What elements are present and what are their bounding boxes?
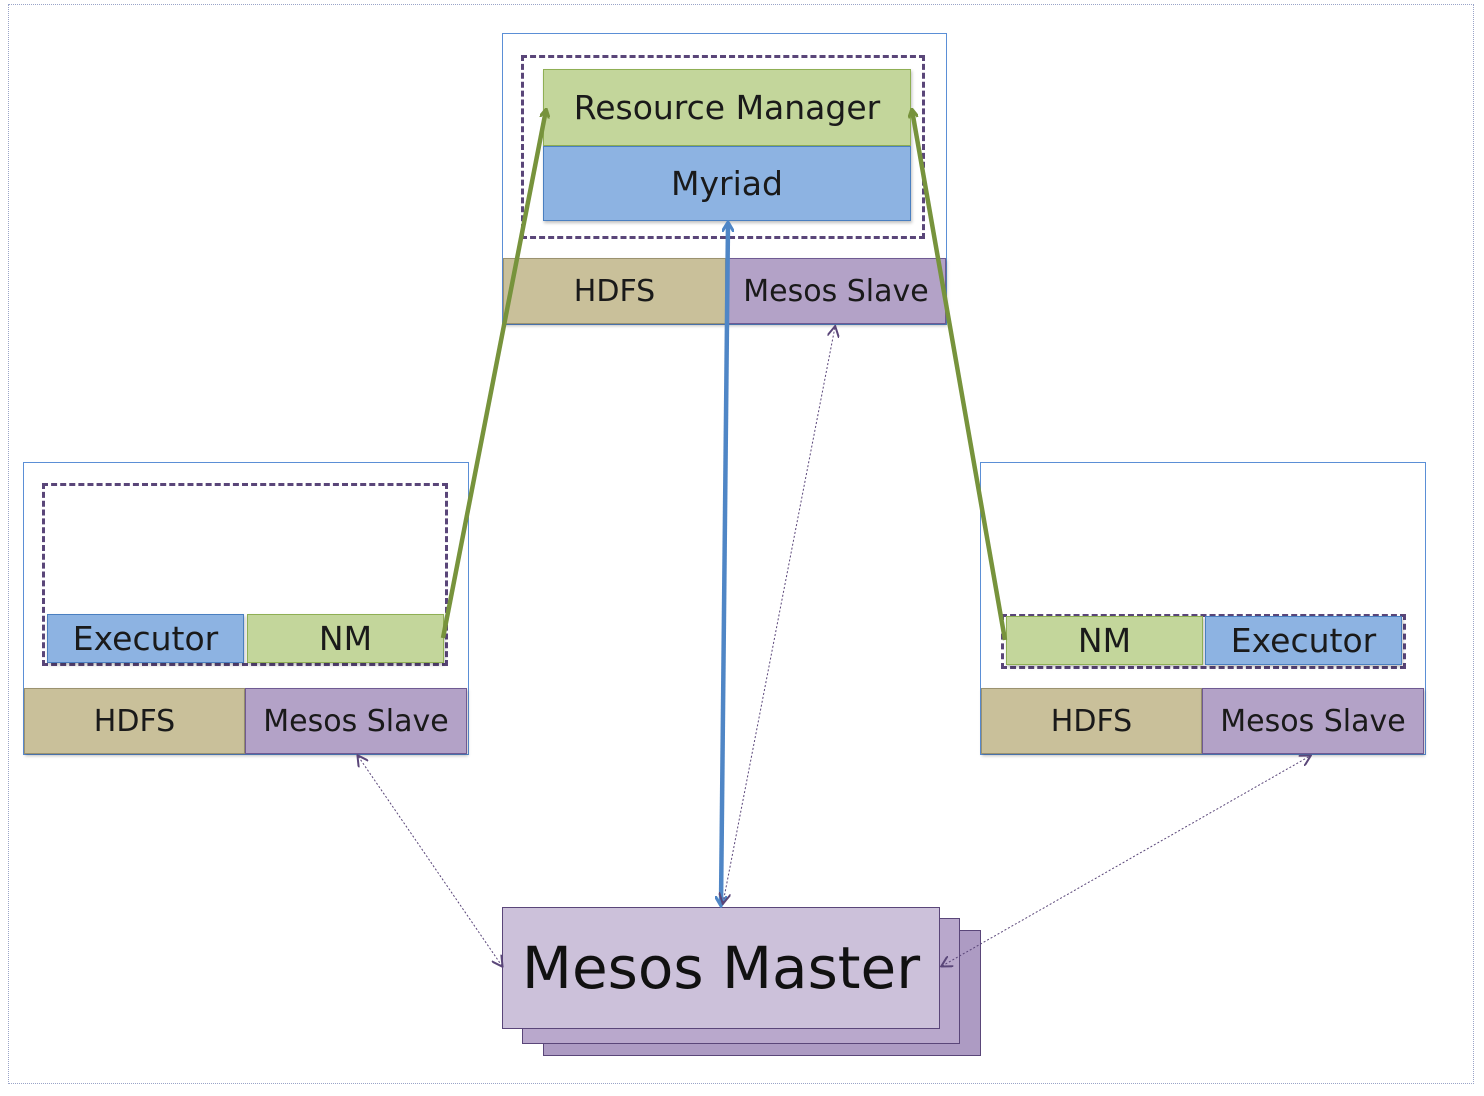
right-node-container: [1001, 614, 1406, 669]
left-mesos-slave-label: Mesos Slave: [263, 703, 449, 739]
mesos-master-label: Mesos Master: [521, 934, 921, 1002]
right-mesos-slave-block: Mesos Slave: [1202, 688, 1424, 754]
left-node: [23, 462, 469, 755]
left-hdfs-label: HDFS: [93, 703, 176, 739]
myriad-to-master-arrow: [721, 223, 728, 905]
left-node-container: [42, 483, 448, 666]
top-mesos-slave-label: Mesos Slave: [743, 273, 929, 309]
right-executor-block: Executor: [1205, 616, 1402, 665]
master-to-left-slave-arrow: [358, 756, 502, 966]
right-nm-block: NM: [1006, 616, 1203, 665]
right-executor-label: Executor: [1230, 621, 1377, 660]
myriad-label: Myriad: [671, 164, 783, 203]
right-hdfs-block: HDFS: [981, 688, 1202, 754]
top-mesos-slave-block: Mesos Slave: [726, 258, 946, 324]
master-to-right-slave-arrow: [942, 756, 1310, 966]
left-executor-label: Executor: [72, 619, 219, 658]
mesos-master-block: Mesos Master: [502, 907, 940, 1029]
myriad-block: Myriad: [543, 146, 911, 221]
right-hdfs-label: HDFS: [1050, 703, 1133, 739]
left-hdfs-block: HDFS: [24, 688, 245, 754]
left-executor-block: Executor: [47, 614, 244, 663]
left-mesos-slave-block: Mesos Slave: [245, 688, 467, 754]
right-mesos-slave-label: Mesos Slave: [1220, 703, 1406, 739]
slide-frame: [8, 4, 1474, 1084]
resource-manager-label: Resource Manager: [573, 88, 881, 127]
left-nm-block: NM: [247, 614, 444, 663]
master-to-top-slave-arrow: [723, 327, 835, 903]
left-nm-to-resource-manager-arrow: [440, 110, 546, 639]
right-nm-to-resource-manager-arrow: [912, 110, 1008, 641]
right-nm-label: NM: [1077, 621, 1132, 660]
top-hdfs-label: HDFS: [573, 273, 656, 309]
resource-manager-block: Resource Manager: [543, 69, 911, 146]
left-nm-label: NM: [318, 619, 373, 658]
top-hdfs-block: HDFS: [503, 258, 726, 324]
